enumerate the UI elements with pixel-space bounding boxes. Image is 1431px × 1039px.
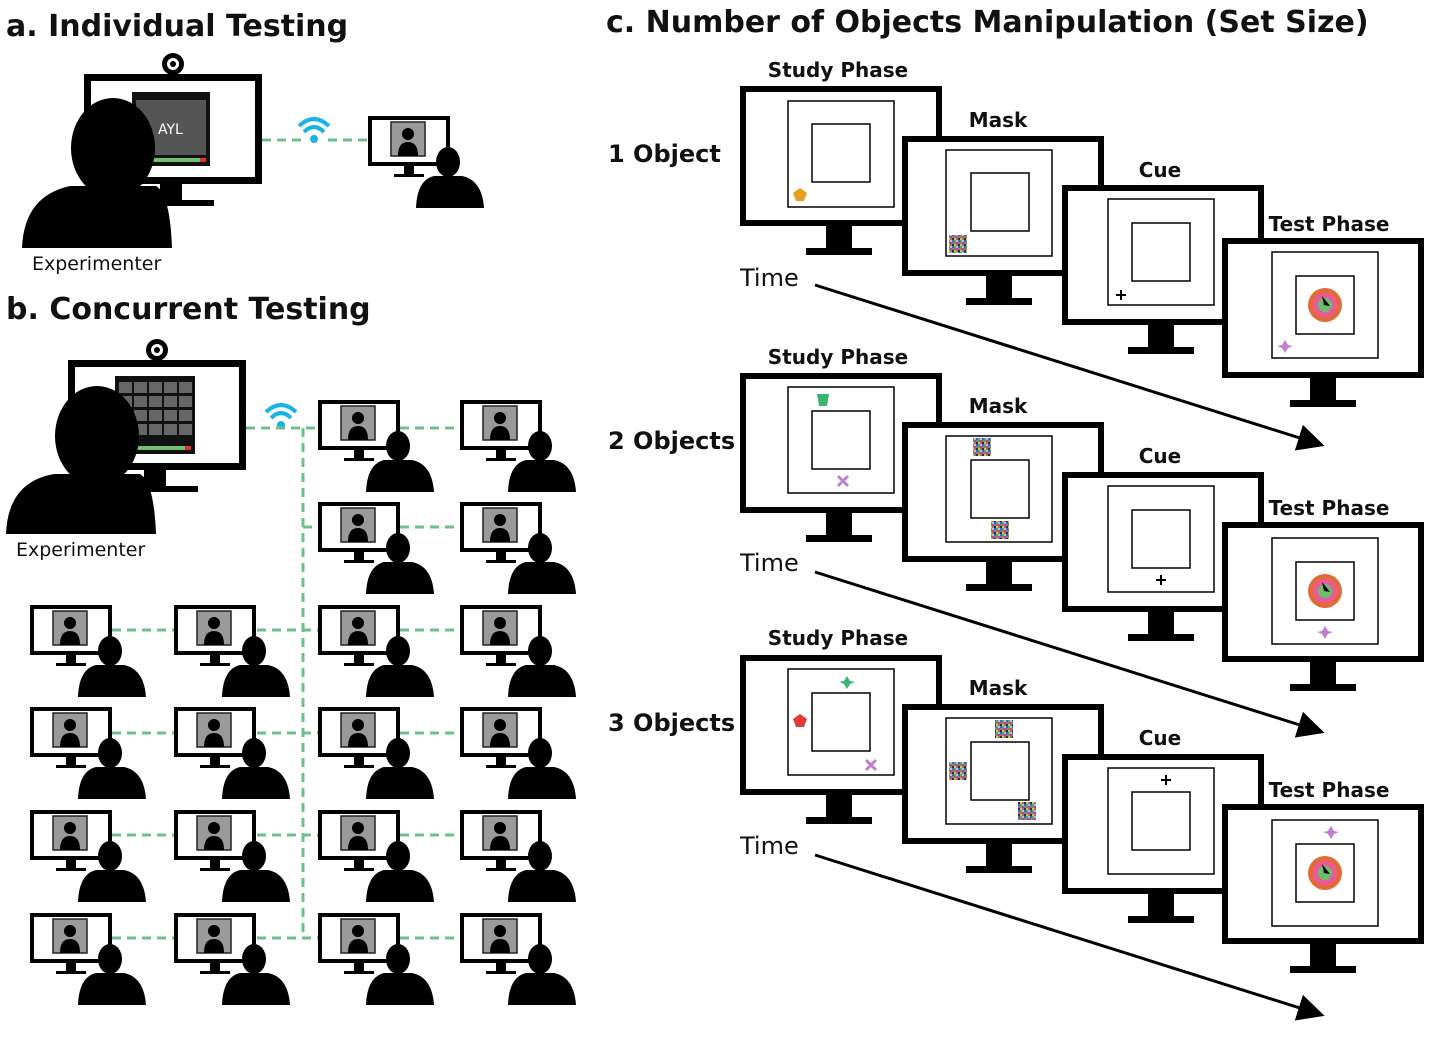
time-arrow-icon (814, 283, 1325, 451)
time-label-2: Time (740, 549, 799, 577)
phase-label-test: Test Phase (1268, 212, 1390, 236)
phase-label-study: Study Phase (767, 626, 909, 650)
network-lines (112, 426, 460, 940)
phase-label-study: Study Phase (767, 58, 909, 82)
phase-label-mask: Mask (968, 394, 1028, 418)
wifi-icon (297, 117, 331, 143)
phase-label-cue: Cue (1138, 444, 1182, 468)
color-wheel-icon (1308, 288, 1342, 322)
panel-b-title: b. Concurrent Testing (6, 292, 371, 327)
phase-label-test: Test Phase (1268, 496, 1390, 520)
time-label-3: Time (740, 832, 799, 860)
phase-label-test: Test Phase (1268, 778, 1390, 802)
experimenter-silhouette (22, 98, 172, 248)
test-monitor (1222, 238, 1424, 407)
time-arrow-icon (814, 570, 1325, 738)
phase-label-mask: Mask (968, 676, 1028, 700)
color-wheel-icon (1308, 856, 1342, 890)
row-label-3: 3 Objects (608, 709, 736, 737)
participant-station (367, 115, 485, 209)
row-2-sequence (740, 373, 1424, 738)
phase-label-study: Study Phase (767, 345, 909, 369)
row-label-1: 1 Object (608, 140, 721, 168)
test-monitor (1222, 522, 1424, 691)
row-1-sequence (740, 86, 1424, 451)
row-label-2: 2 Objects (608, 427, 736, 455)
panel-a-title: a. Individual Testing (6, 9, 349, 44)
webcam-icon (162, 53, 184, 75)
wifi-icon (264, 403, 298, 429)
row-3-sequence (740, 655, 1424, 1021)
experimenter-silhouette (6, 386, 156, 534)
test-monitor (1222, 804, 1424, 973)
panel-c-title: c. Number of Objects Manipulation (Set S… (606, 5, 1369, 40)
time-label-1: Time (740, 264, 799, 292)
panel-a-diagram (22, 53, 485, 248)
color-wheel-icon (1308, 574, 1342, 608)
phase-label-mask: Mask (968, 108, 1028, 132)
time-arrow-icon (814, 853, 1325, 1021)
panel-b-experimenter-label: Experimenter (16, 539, 146, 561)
webcam-icon (146, 339, 168, 361)
screen-text: AYL (158, 122, 183, 138)
phase-label-cue: Cue (1138, 726, 1182, 750)
phase-label-cue: Cue (1138, 158, 1182, 182)
panel-a-experimenter-label: Experimenter (32, 253, 162, 275)
panel-b-diagram (6, 339, 577, 1006)
